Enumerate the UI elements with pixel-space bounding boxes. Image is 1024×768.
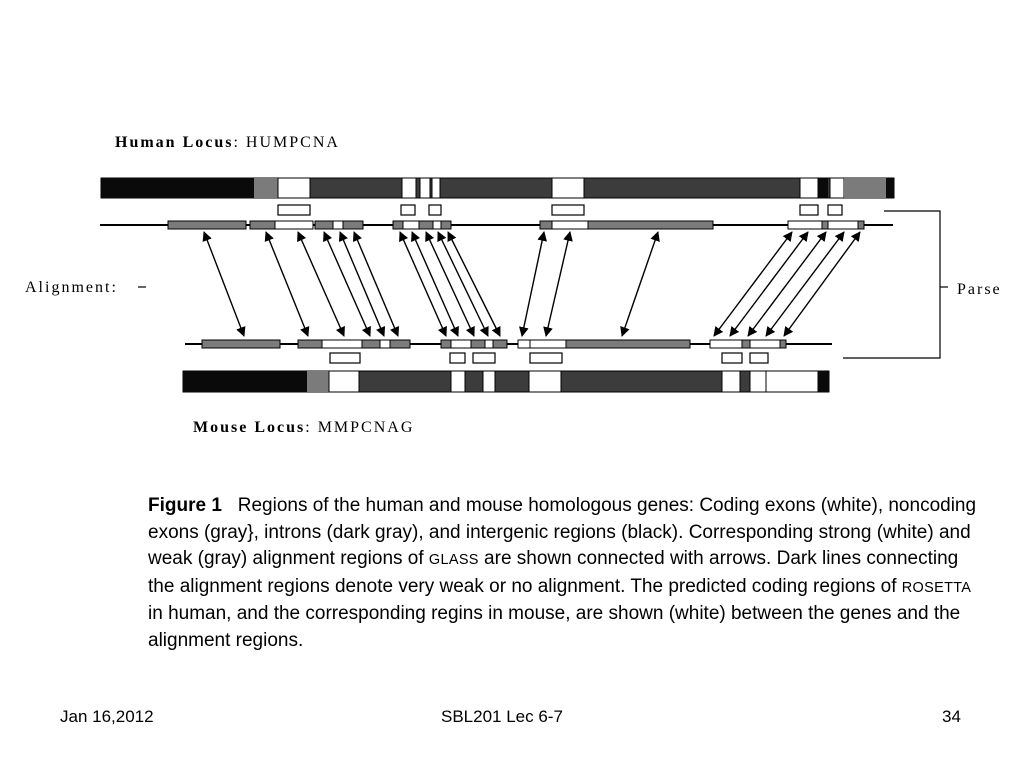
caption-text-3: in human, and the corresponding regins i… <box>148 603 961 651</box>
mouse-locus-separator: : <box>305 419 312 436</box>
caption-rosetta: ROSETTA <box>901 579 972 596</box>
human-predicted-coding <box>277 204 843 216</box>
caption-text-1: Regions of the human and mouse homologou… <box>148 495 977 569</box>
caption-glass: GLASS <box>428 552 479 568</box>
human-alignment-track <box>100 220 893 230</box>
figure-number: Figure 1 <box>148 495 222 516</box>
mouse-alignment-track <box>185 339 832 349</box>
human-locus-separator: : <box>233 134 240 151</box>
caption-text-2: are shown connected with arrows. Dark li… <box>148 548 959 597</box>
human-gene-track <box>100 177 895 199</box>
mouse-locus-name: MMPCNAG <box>317 419 415 436</box>
gene-alignment-diagram <box>100 177 948 393</box>
footer-course: SBL201 Lec 6-7 <box>441 707 563 726</box>
mouse-locus-label: Mouse Locus: MMPCNAG <box>193 419 414 437</box>
parse-bracket <box>843 210 948 359</box>
mouse-locus-title: Mouse Locus <box>193 419 306 436</box>
footer-date: Jan 16,2012 <box>60 707 154 726</box>
footer-page-number: 34 <box>942 707 961 726</box>
parse-label: Parse <box>957 281 1002 298</box>
figure-caption: Figure 1 Regions of the human and mouse … <box>148 493 978 654</box>
human-locus-title: Human Locus <box>115 134 234 151</box>
alignment-arrows <box>202 231 861 337</box>
human-locus-name: HUMPCNA <box>245 134 340 151</box>
mouse-predicted-coding <box>329 352 769 364</box>
alignment-label: Alignment: <box>25 279 118 296</box>
mouse-gene-track <box>182 370 830 393</box>
human-locus-label: Human Locus: HUMPCNA <box>115 134 340 152</box>
